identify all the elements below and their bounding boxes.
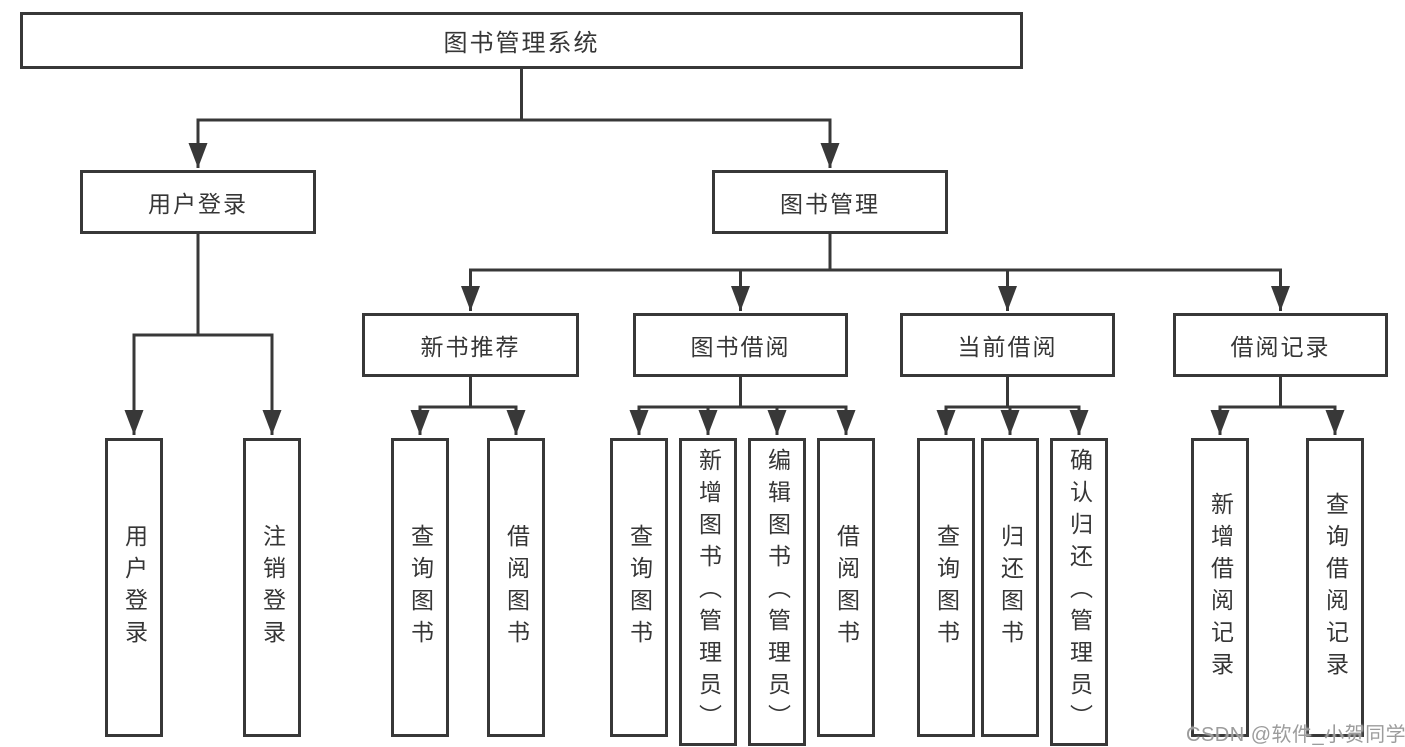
leaf-borrow-books-borrowing-label: 借阅图书: [833, 523, 860, 652]
node-borrowing-records: 借阅记录: [1173, 313, 1388, 377]
leaf-confirm-return-admin: 确认归还（管理员）: [1050, 438, 1108, 746]
leaf-borrow-books-borrowing: 借阅图书: [817, 438, 875, 737]
leaf-query-books-current-label: 查询图书: [933, 523, 960, 652]
leaf-return-books-label: 归还图书: [997, 523, 1024, 652]
node-user-login: 用户登录: [80, 170, 316, 234]
leaf-add-books-admin: 新增图书（管理员）: [679, 438, 737, 746]
leaf-edit-books-admin-label: 编辑图书（管理员）: [764, 448, 791, 736]
node-new-book-recommend-label: 新书推荐: [420, 334, 521, 360]
node-current-borrowing-label: 当前借阅: [957, 334, 1058, 360]
node-user-login-label: 用户登录: [148, 191, 248, 217]
leaf-borrow-books-recommend-label: 借阅图书: [503, 523, 530, 652]
leaf-query-books-current: 查询图书: [917, 438, 975, 737]
leaf-query-books-recommend-label: 查询图书: [407, 523, 434, 652]
node-book-management: 图书管理: [712, 170, 948, 234]
node-borrowing-records-label: 借阅记录: [1230, 334, 1331, 360]
leaf-query-borrow-record: 查询借阅记录: [1306, 438, 1364, 737]
node-root: 图书管理系统: [20, 12, 1023, 69]
leaf-logout-login: 注销登录: [243, 438, 301, 737]
leaf-user-login-label: 用户登录: [121, 523, 148, 652]
leaf-query-borrow-record-label: 查询借阅记录: [1322, 491, 1349, 684]
node-current-borrowing: 当前借阅: [900, 313, 1115, 377]
node-book-management-label: 图书管理: [780, 191, 880, 217]
leaf-edit-books-admin: 编辑图书（管理员）: [748, 438, 806, 746]
node-new-book-recommend: 新书推荐: [362, 313, 579, 377]
leaf-add-books-admin-label: 新增图书（管理员）: [695, 448, 722, 736]
csdn-watermark: CSDN @软件_小贺同学: [1186, 724, 1405, 746]
leaf-logout-login-label: 注销登录: [259, 523, 286, 652]
leaf-borrow-books-recommend: 借阅图书: [487, 438, 545, 737]
leaf-query-books-recommend: 查询图书: [391, 438, 449, 737]
leaf-add-borrow-record-label: 新增借阅记录: [1207, 491, 1234, 684]
leaf-add-borrow-record: 新增借阅记录: [1191, 438, 1249, 737]
leaf-user-login: 用户登录: [105, 438, 163, 737]
leaf-return-books: 归还图书: [981, 438, 1039, 737]
leaf-query-books-borrowing: 查询图书: [610, 438, 668, 737]
node-book-borrowing-label: 图书借阅: [690, 334, 791, 360]
leaf-confirm-return-admin-label: 确认归还（管理员）: [1066, 448, 1093, 736]
node-root-label: 图书管理系统: [443, 30, 600, 57]
leaf-query-books-borrowing-label: 查询图书: [626, 523, 653, 652]
node-book-borrowing: 图书借阅: [633, 313, 848, 377]
